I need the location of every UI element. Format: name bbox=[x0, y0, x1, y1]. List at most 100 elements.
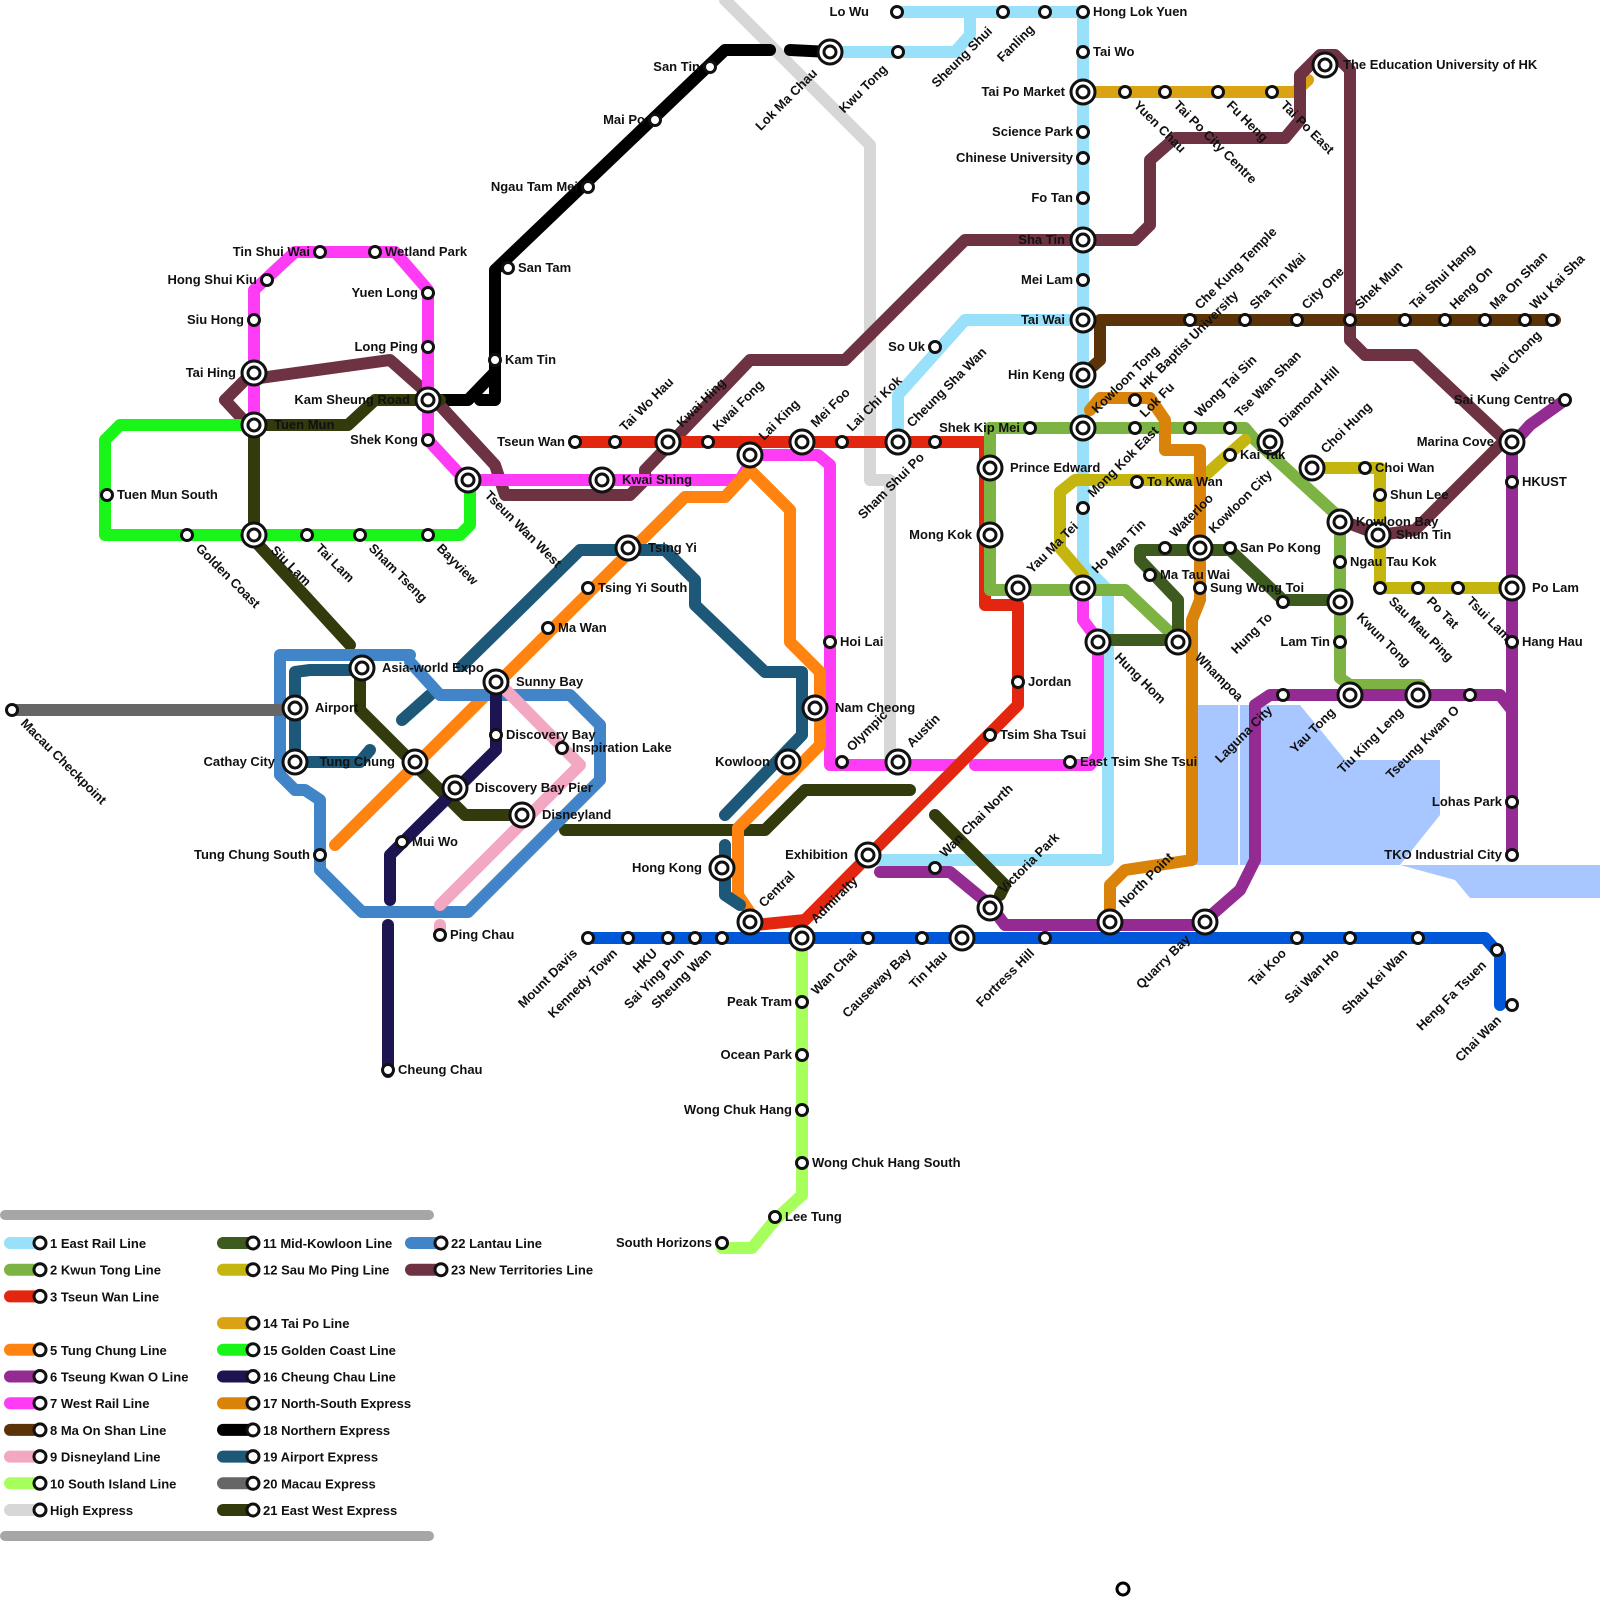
station-laguna-city[interactable] bbox=[1278, 690, 1289, 701]
station-hong-lok-yuen[interactable] bbox=[1078, 7, 1089, 18]
station-sheung-shui[interactable] bbox=[998, 7, 1009, 18]
station-tai-wo[interactable] bbox=[1078, 47, 1089, 58]
station-tseung-kwan-o[interactable] bbox=[1465, 690, 1476, 701]
station-tko-industrial-city[interactable] bbox=[1507, 850, 1518, 861]
station-wong-chuk-hang[interactable] bbox=[797, 1105, 808, 1116]
station-wetland-park[interactable] bbox=[370, 247, 381, 258]
station-hoi-lai[interactable] bbox=[825, 637, 836, 648]
station-wong-chuk-hang-south[interactable] bbox=[797, 1158, 808, 1169]
station-mount-davis[interactable] bbox=[583, 933, 594, 944]
station-chinese-university[interactable] bbox=[1078, 153, 1089, 164]
station-science-park[interactable] bbox=[1078, 127, 1089, 138]
station-sai-kung-centre[interactable] bbox=[1560, 395, 1571, 406]
station-tai-shui-hang[interactable] bbox=[1400, 315, 1411, 326]
station-mong-kok-east[interactable] bbox=[1078, 503, 1089, 514]
station-san-tam[interactable] bbox=[503, 263, 514, 274]
station-fanling[interactable] bbox=[1040, 7, 1051, 18]
station-peak-tram[interactable] bbox=[797, 997, 808, 1008]
station-shun-lee[interactable] bbox=[1375, 490, 1386, 501]
station-tse-wan-shan[interactable] bbox=[1225, 423, 1236, 434]
station-ma-on-shan[interactable] bbox=[1480, 315, 1491, 326]
station-tai-wo-hau[interactable] bbox=[610, 437, 621, 448]
station-lohas-park[interactable] bbox=[1507, 797, 1518, 808]
station-lo-wu[interactable] bbox=[892, 7, 903, 18]
station-yuen-long[interactable] bbox=[423, 288, 434, 299]
station-to-kwa-wan[interactable] bbox=[1132, 477, 1143, 488]
station-shau-kei-wan[interactable] bbox=[1413, 933, 1424, 944]
station-ngau-tam-mei[interactable] bbox=[583, 182, 594, 193]
station-ma-tau-wai[interactable] bbox=[1145, 570, 1156, 581]
station-kennedy-town[interactable] bbox=[623, 933, 634, 944]
station-lai-chi-kok[interactable] bbox=[837, 437, 848, 448]
station-heng-fa-tsuen[interactable] bbox=[1492, 945, 1503, 956]
station-tsing-yi-south[interactable] bbox=[583, 583, 594, 594]
station-so-uk[interactable] bbox=[930, 342, 941, 353]
station-wan-chai-north[interactable] bbox=[930, 863, 941, 874]
station-tung-chung-south[interactable] bbox=[315, 850, 326, 861]
station-lee-tung[interactable] bbox=[770, 1212, 781, 1223]
station-hku[interactable] bbox=[663, 933, 674, 944]
station-mei-lam[interactable] bbox=[1078, 275, 1089, 286]
station-sham-tseng[interactable] bbox=[355, 530, 366, 541]
station-tai-koo[interactable] bbox=[1292, 933, 1303, 944]
station-cheung-chau[interactable] bbox=[383, 1065, 394, 1076]
station-tai-po-city-centre[interactable] bbox=[1160, 87, 1171, 98]
station-sai-wan-ho[interactable] bbox=[1345, 933, 1356, 944]
station-sau-mau-ping[interactable] bbox=[1375, 583, 1386, 594]
station-tai-lam[interactable] bbox=[302, 530, 313, 541]
station-sham-shui-po[interactable] bbox=[930, 437, 941, 448]
station-east-tsim-she-tsui[interactable] bbox=[1065, 757, 1076, 768]
station-tsui-lam[interactable] bbox=[1453, 583, 1464, 594]
station-wan-chai[interactable] bbox=[863, 933, 874, 944]
station-tsim-sha-tsui[interactable] bbox=[985, 730, 996, 741]
station-fortress-hill[interactable] bbox=[1040, 933, 1051, 944]
station-causeway-bay[interactable] bbox=[917, 933, 928, 944]
station-fo-tan[interactable] bbox=[1078, 193, 1089, 204]
station-ping-chau[interactable] bbox=[435, 930, 446, 941]
station-choi-wan[interactable] bbox=[1360, 463, 1371, 474]
station-fu-heng[interactable] bbox=[1213, 87, 1224, 98]
station-tin-shui-wai[interactable] bbox=[315, 247, 326, 258]
station-shek-mun[interactable] bbox=[1345, 315, 1356, 326]
station-ngau-tau-kok[interactable] bbox=[1335, 557, 1346, 568]
station-waterloo[interactable] bbox=[1160, 543, 1171, 554]
station-south-horizons[interactable] bbox=[717, 1238, 728, 1249]
station-lam-tin[interactable] bbox=[1335, 637, 1346, 648]
station-bayview[interactable] bbox=[423, 530, 434, 541]
station-siu-hong[interactable] bbox=[249, 315, 260, 326]
station-yuen-chau[interactable] bbox=[1120, 87, 1131, 98]
station-sai-ying-pun[interactable] bbox=[690, 933, 701, 944]
station-long-ping[interactable] bbox=[423, 342, 434, 353]
station-chai-wan[interactable] bbox=[1507, 1000, 1518, 1011]
station-golden-coast[interactable] bbox=[182, 530, 193, 541]
station-wong-tai-sin[interactable] bbox=[1185, 423, 1196, 434]
station-san-po-kong[interactable] bbox=[1225, 543, 1236, 554]
station-san-tin[interactable] bbox=[705, 62, 716, 73]
station-kwu-tong[interactable] bbox=[893, 47, 904, 58]
station-inspiration-lake[interactable] bbox=[557, 743, 568, 754]
station-po-tat[interactable] bbox=[1413, 583, 1424, 594]
station-heng-on[interactable] bbox=[1440, 315, 1451, 326]
station-kai-tak[interactable] bbox=[1225, 450, 1236, 461]
station-mai-po[interactable] bbox=[650, 115, 661, 126]
station-wu-kai-sha[interactable] bbox=[1520, 315, 1531, 326]
station-lok-fu[interactable] bbox=[1130, 423, 1141, 434]
station-shek-kip-mei[interactable] bbox=[1025, 423, 1036, 434]
station-olympic[interactable] bbox=[837, 757, 848, 768]
station-hung-to[interactable] bbox=[1278, 597, 1289, 608]
station-sung-wong-toi[interactable] bbox=[1195, 583, 1206, 594]
station-hk-baptist-university[interactable] bbox=[1130, 395, 1141, 406]
station-shek-kong[interactable] bbox=[423, 435, 434, 446]
station-mui-wo[interactable] bbox=[397, 837, 408, 848]
station-nai-chong[interactable] bbox=[1547, 315, 1558, 326]
station-hong-shui-kiu[interactable] bbox=[262, 275, 273, 286]
station-tuen-mun-south[interactable] bbox=[102, 490, 113, 501]
station-ocean-park[interactable] bbox=[797, 1050, 808, 1061]
station-kwai-fong[interactable] bbox=[703, 437, 714, 448]
station-jordan[interactable] bbox=[1013, 677, 1024, 688]
station-kam-tin[interactable] bbox=[490, 355, 501, 366]
station-city-one[interactable] bbox=[1292, 315, 1303, 326]
station-ma-wan[interactable] bbox=[543, 623, 554, 634]
station-hkust[interactable] bbox=[1507, 477, 1518, 488]
station-sha-tin-wai[interactable] bbox=[1240, 315, 1251, 326]
